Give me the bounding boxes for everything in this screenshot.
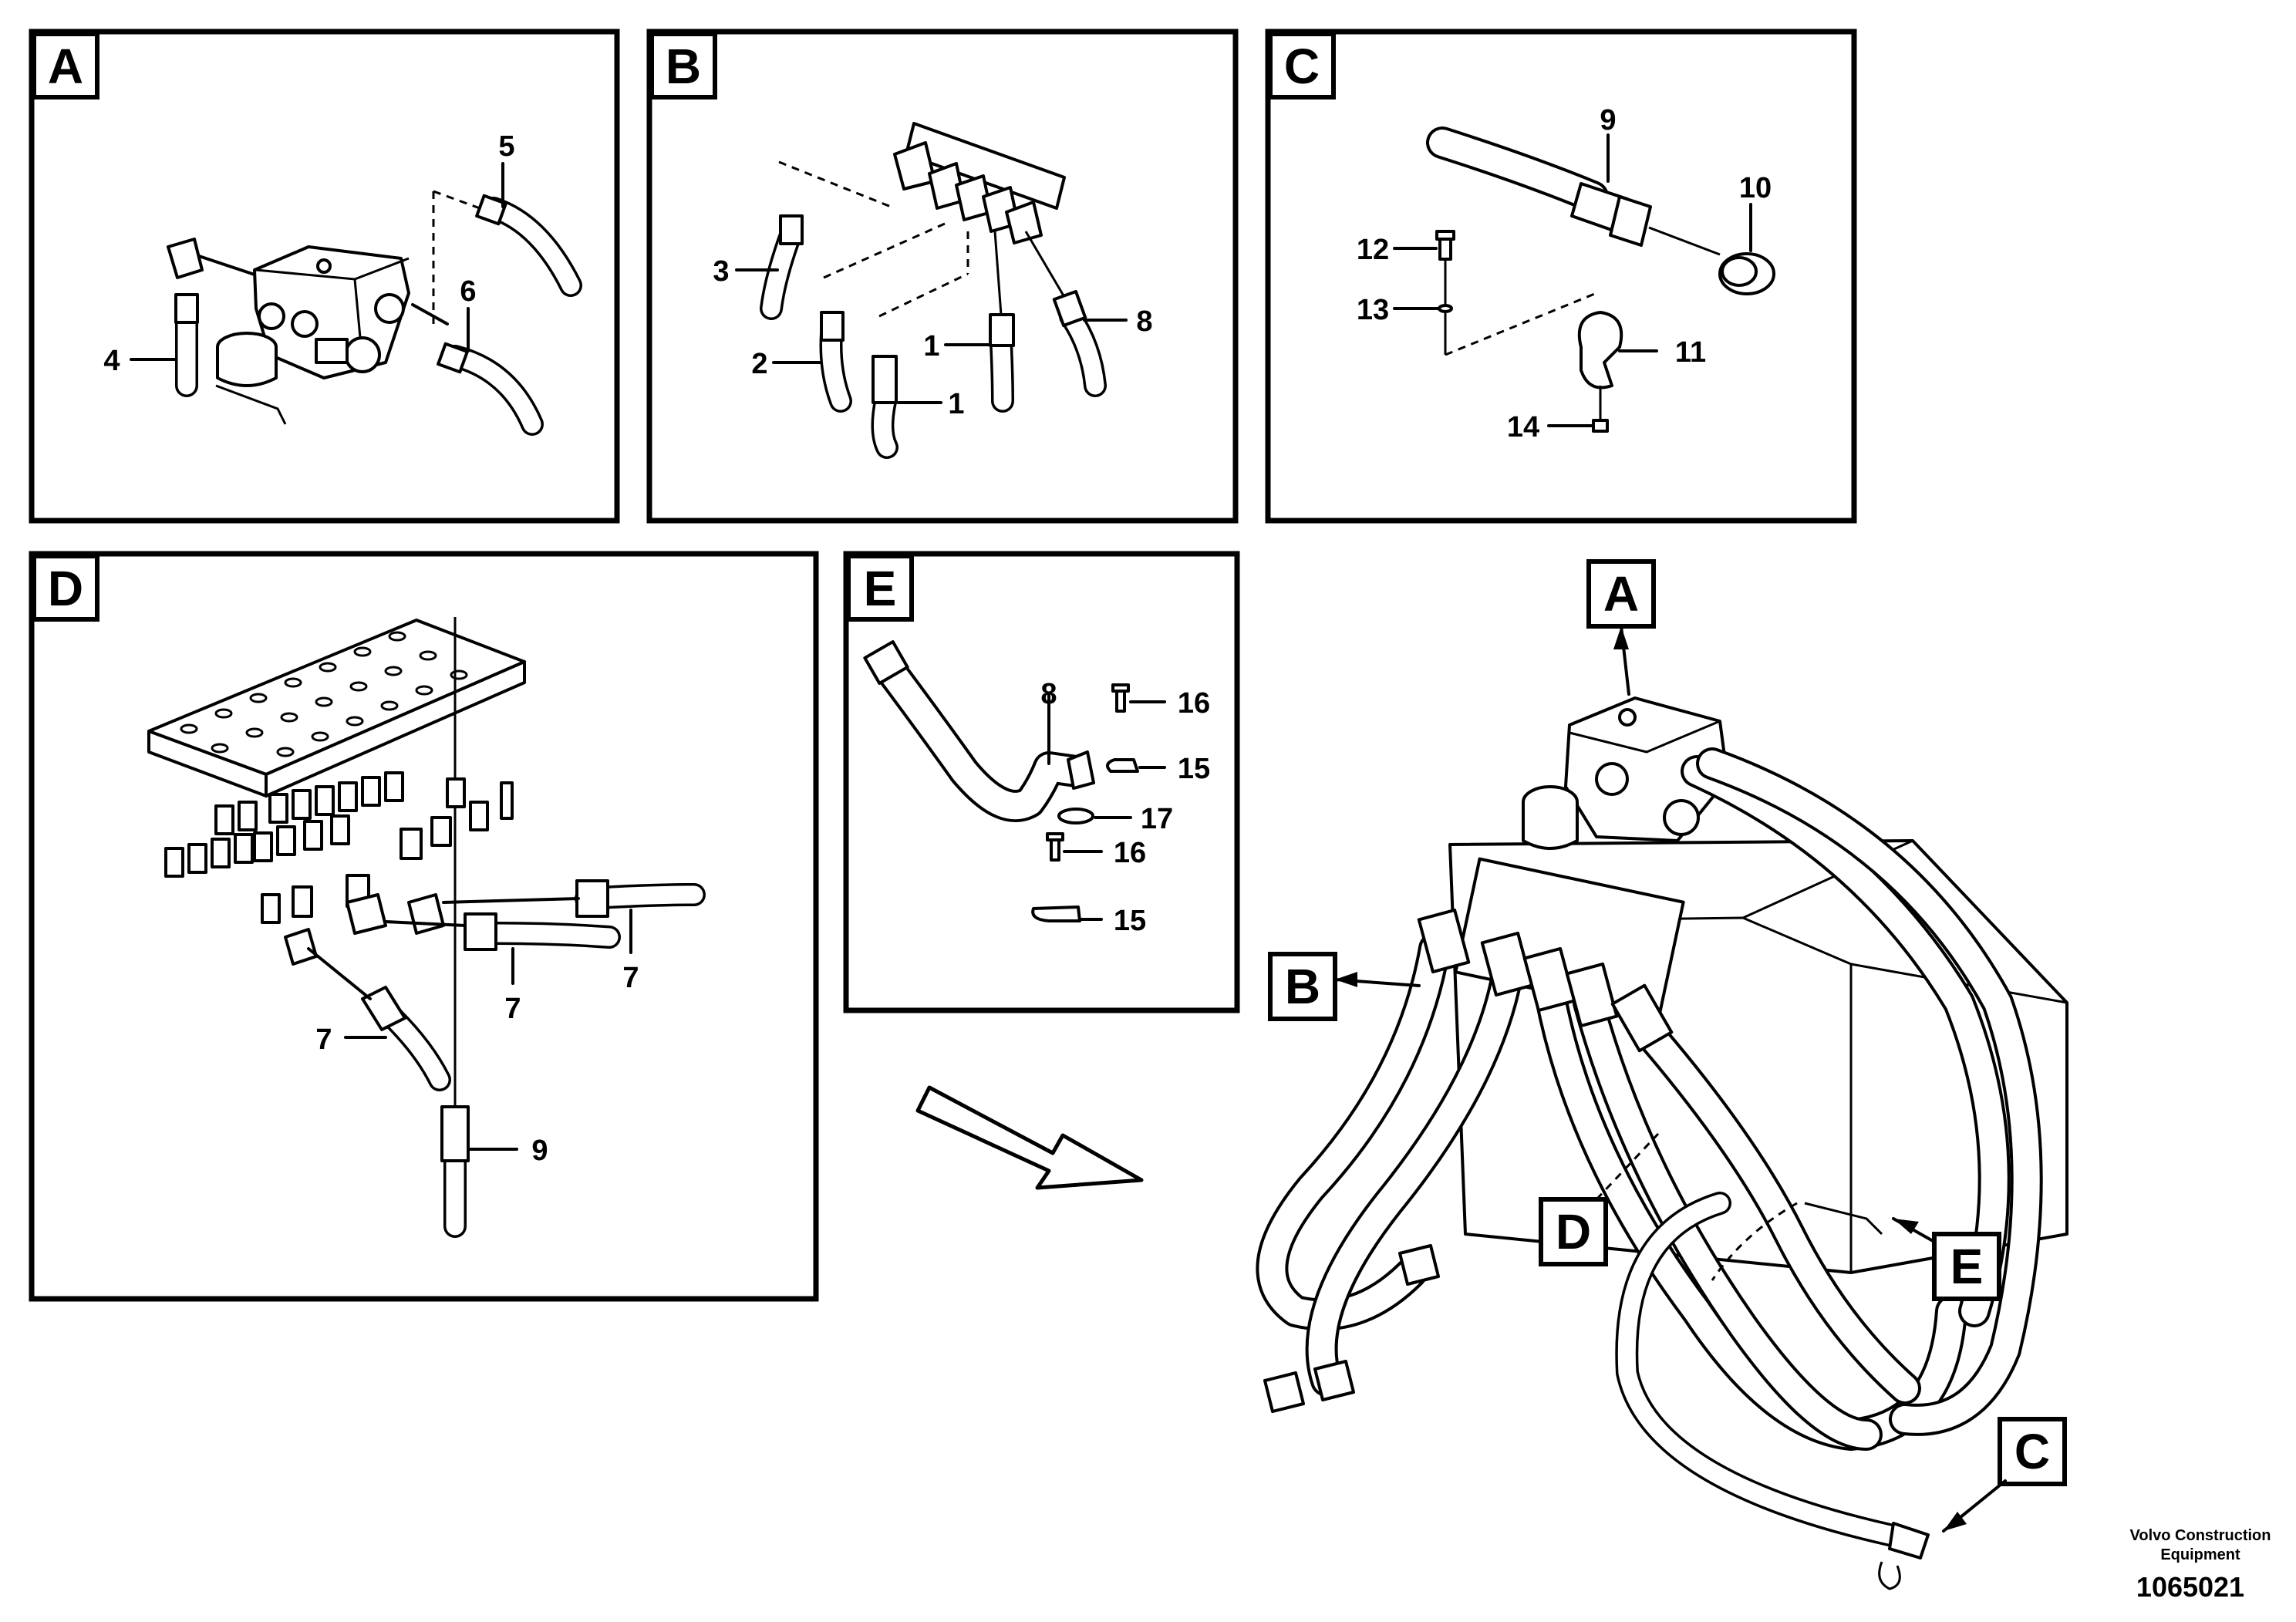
callout-a-6: 6 <box>460 275 476 308</box>
overview-pointer-a: A <box>1586 559 1656 696</box>
manifold-drawing <box>760 122 1107 459</box>
callout-a-4: 4 <box>103 345 120 377</box>
callout-d-7-left: 7 <box>315 1023 332 1056</box>
callout-e-16-bottom: 16 <box>1114 837 1146 869</box>
pointer-b-letter: B <box>1285 959 1320 1014</box>
callout-c-12: 12 <box>1357 234 1389 266</box>
callout-a-5: 5 <box>498 130 514 163</box>
panel-d-letter: D <box>48 561 83 616</box>
callout-b-1-upper: 1 <box>923 330 939 363</box>
panel-b-letter: B <box>666 39 701 94</box>
overview-pointer-e: E <box>1892 1217 2001 1301</box>
callout-d-7-right: 7 <box>622 962 639 994</box>
valve-block-drawing <box>167 190 582 436</box>
company-line2: Equipment <box>2160 1546 2240 1563</box>
overview-pointer-c: C <box>1942 1417 2067 1533</box>
callout-b-8: 8 <box>1136 305 1152 338</box>
panel-d: D <box>29 551 819 1302</box>
callout-e-15-top: 15 <box>1178 753 1210 785</box>
callout-d-9: 9 <box>531 1135 548 1167</box>
callout-e-17: 17 <box>1141 803 1173 835</box>
callout-c-9: 9 <box>1600 104 1616 137</box>
overview-pointer-b: B <box>1268 952 1421 1021</box>
callout-e-15-bottom: 15 <box>1114 905 1146 937</box>
callout-c-11: 11 <box>1675 336 1706 369</box>
pointer-a-letter: A <box>1603 566 1639 622</box>
pointer-e-letter: E <box>1950 1239 1984 1294</box>
overview-assembly <box>1256 696 2068 1590</box>
drawing-number: 1065021 <box>2136 1571 2244 1603</box>
pointer-d-letter: D <box>1556 1204 1591 1259</box>
panel-c: C 9 10 12 13 11 14 <box>1265 29 1857 524</box>
panel-a: A <box>29 29 620 524</box>
callout-c-14: 14 <box>1507 411 1539 443</box>
callout-e-16-top: 16 <box>1178 687 1210 720</box>
callout-c-10: 10 <box>1739 172 1772 204</box>
drawing-footer: Volvo Construction Equipment 1065021 <box>2130 1527 2271 1603</box>
company-line1: Volvo Construction <box>2130 1527 2271 1544</box>
fittings-plate-drawing <box>147 617 706 1238</box>
callout-c-13: 13 <box>1357 294 1389 326</box>
overview-pointer-d: D <box>1539 1132 1660 1266</box>
panel-c-letter: C <box>1284 39 1320 94</box>
hose-clamp-drawing <box>863 640 1139 922</box>
pointer-c-letter: C <box>2014 1424 2050 1479</box>
view-direction-arrow-icon <box>915 1085 1144 1190</box>
callout-b-3: 3 <box>713 255 729 288</box>
callout-b-2: 2 <box>751 348 767 380</box>
hose-fitting-drawing <box>1426 126 1775 433</box>
panel-e: E 8 16 15 17 16 15 <box>843 551 1240 1013</box>
callout-e-8: 8 <box>1040 678 1057 710</box>
panel-b: B <box>646 29 1239 524</box>
callout-d-7-middle: 7 <box>504 993 521 1025</box>
panel-a-letter: A <box>48 39 83 94</box>
callout-b-1-lower: 1 <box>948 388 964 420</box>
panel-e-letter: E <box>864 561 897 616</box>
